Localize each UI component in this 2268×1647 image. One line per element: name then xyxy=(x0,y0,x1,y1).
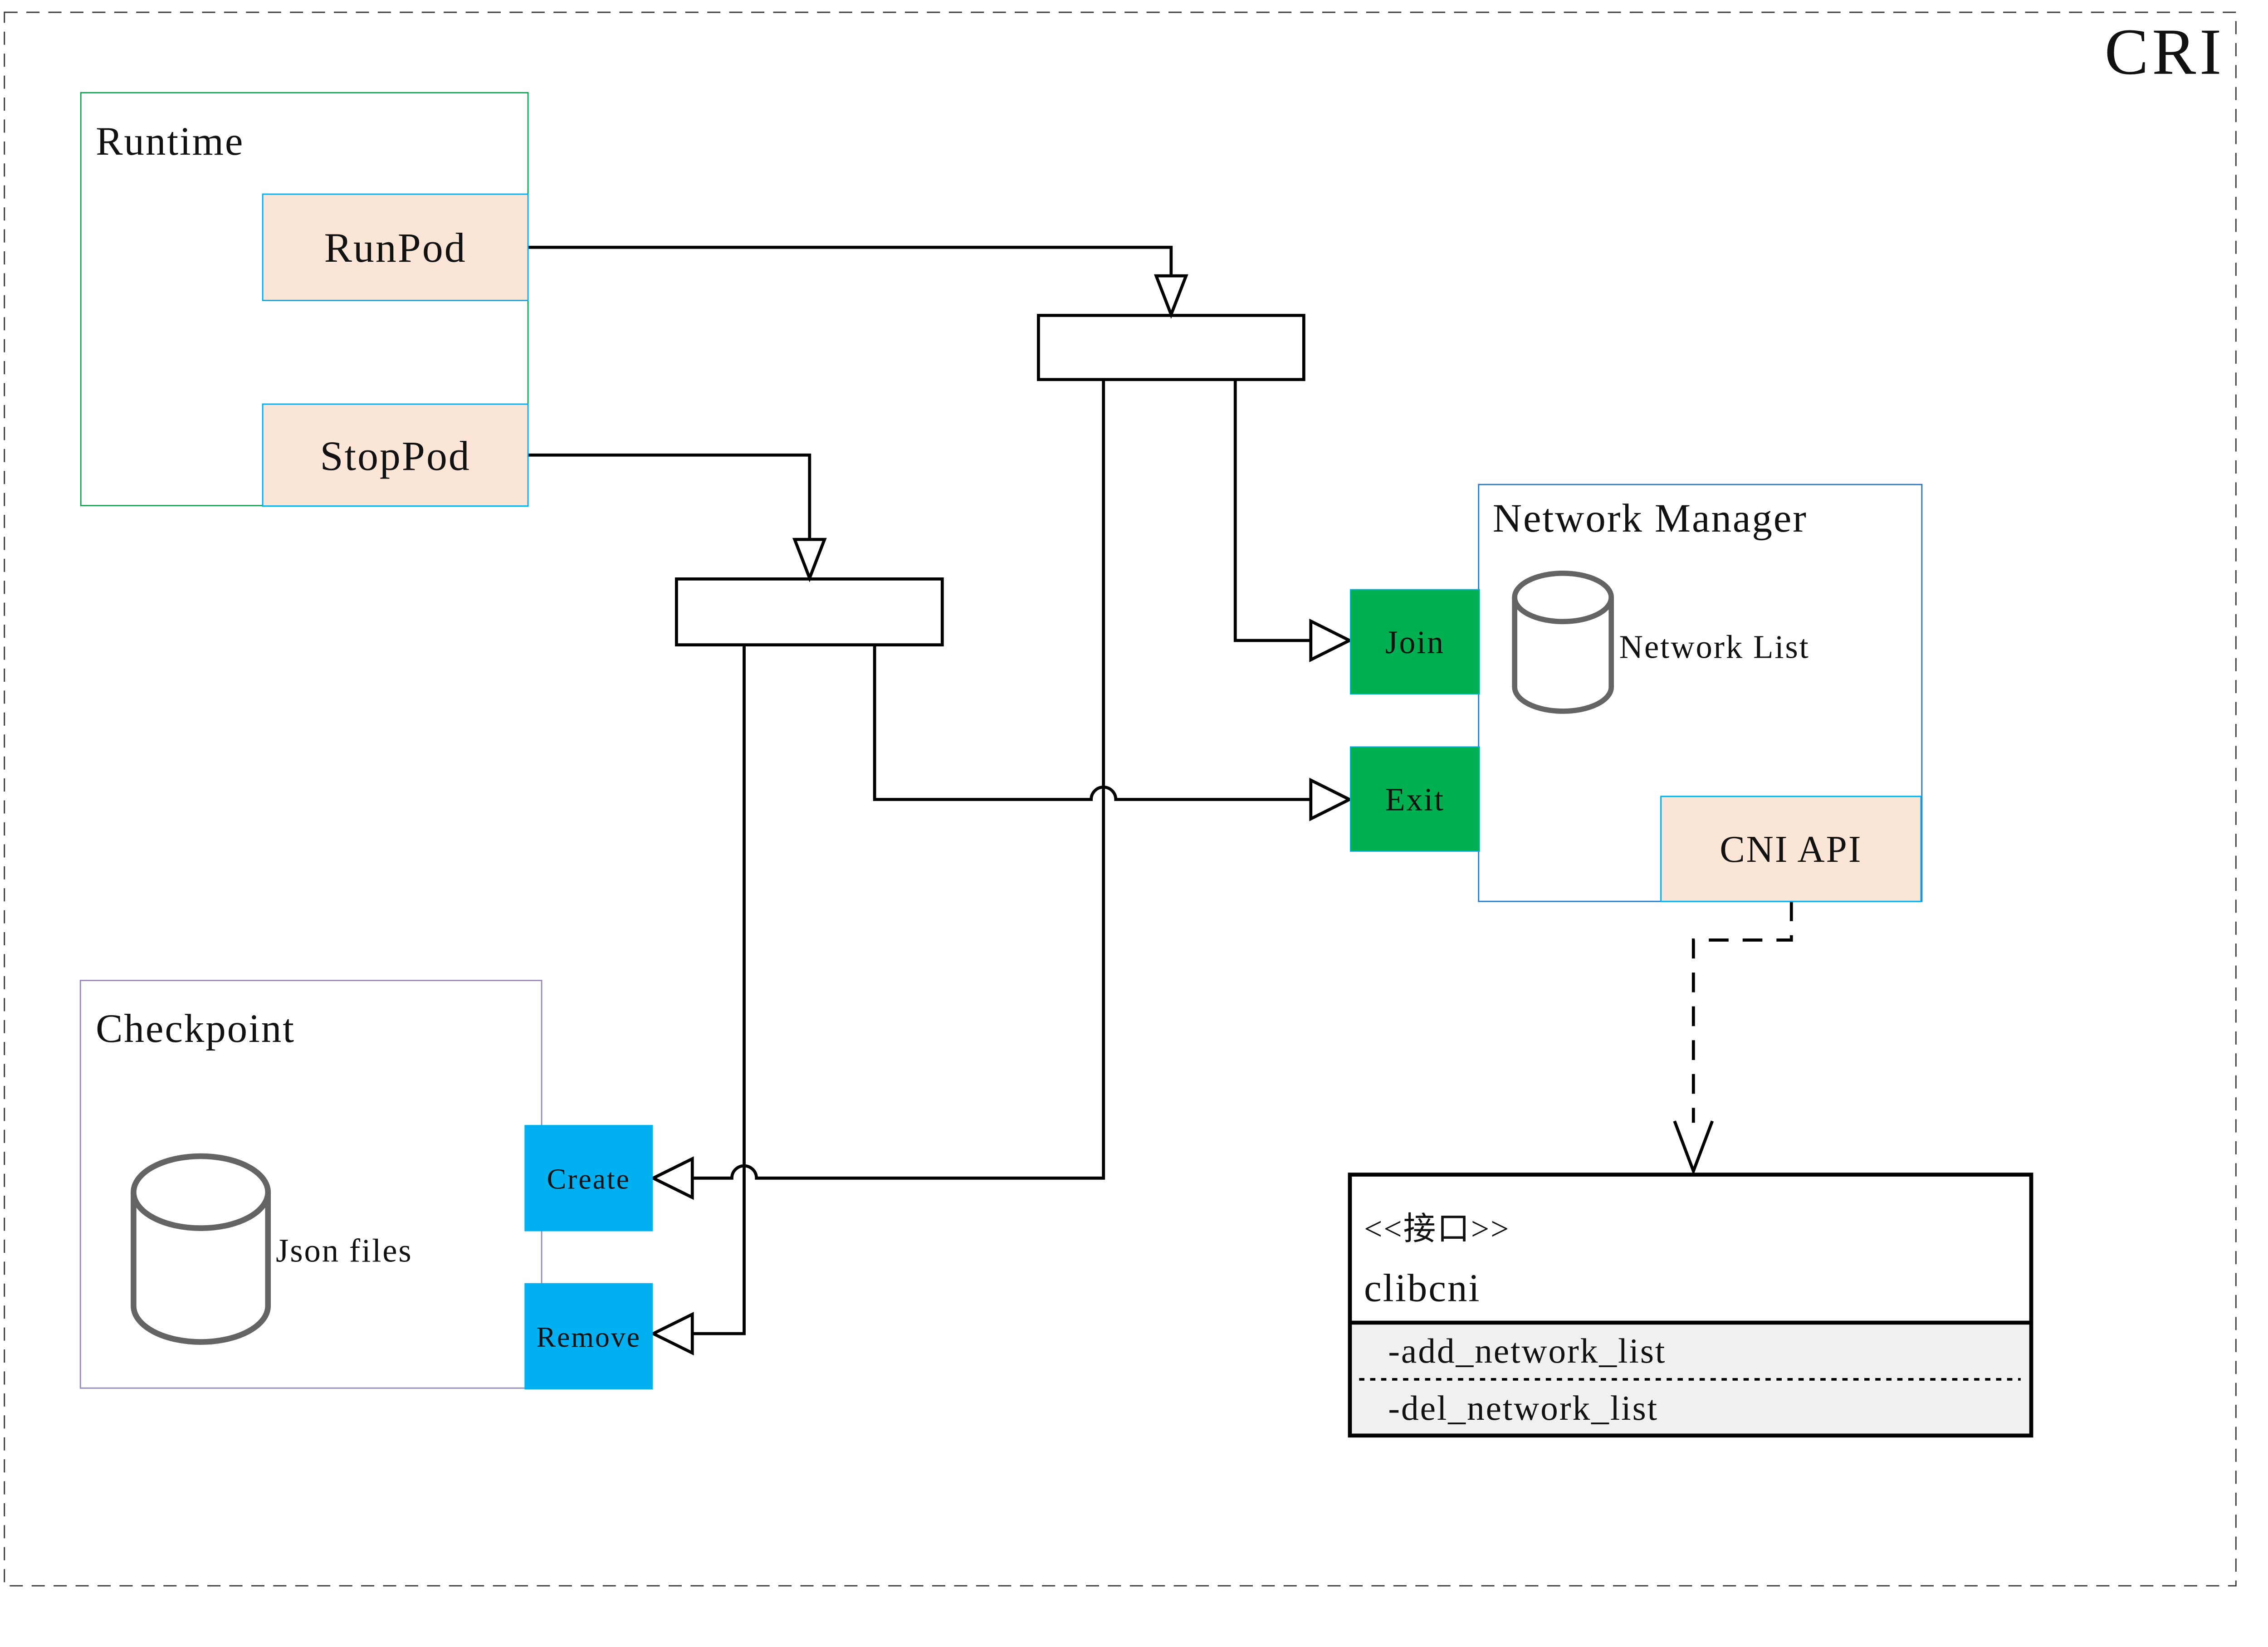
exit-connector xyxy=(873,645,1310,801)
cri-architecture-diagram: Runtime RunPod StopPod Network Manager N… xyxy=(4,11,2237,1587)
stoppod-box xyxy=(262,403,529,507)
clibcni-stereotype-label: <<接口>> xyxy=(1364,1211,1510,1247)
create-connector xyxy=(693,379,1105,1180)
clibcni-interface-group: <<接口>> clibcni -add_network_list -del_ne… xyxy=(1348,1173,2033,1438)
stoppod-label: StopPod xyxy=(320,433,470,479)
create-arrowhead-icon xyxy=(650,1156,694,1200)
network-list-cylinder-icon xyxy=(1512,570,1614,714)
runpod-label: RunPod xyxy=(324,225,467,271)
cni-api-box xyxy=(1660,796,1922,902)
runtime-group: Runtime RunPod StopPod xyxy=(80,92,529,507)
network-list-label: Network List xyxy=(1619,629,1810,665)
clibcni-name-label: clibcni xyxy=(1364,1266,1481,1310)
join-box xyxy=(1349,589,1480,695)
page-title: CRI xyxy=(2105,16,2225,88)
checkpoint-group: Checkpoint Json files Create Remove xyxy=(79,980,653,1390)
stoppod-connector xyxy=(528,453,811,540)
runpod-arrowhead-icon xyxy=(1154,274,1188,319)
remove-connector xyxy=(693,645,746,1335)
create-label: Create xyxy=(547,1163,631,1195)
connectors xyxy=(528,245,1793,1335)
exit-label: Exit xyxy=(1385,782,1445,818)
exit-box xyxy=(1349,746,1480,852)
clibcni-method-del-label: -del_network_list xyxy=(1388,1388,1658,1427)
clibcni-method-add-label: -add_network_list xyxy=(1388,1331,1666,1370)
runpod-connector xyxy=(528,245,1173,276)
clibcni-arrowhead-icon xyxy=(1673,1120,1714,1176)
join-connector xyxy=(1233,379,1310,642)
stop-flow-rect xyxy=(675,577,944,647)
network-manager-label: Network Manager xyxy=(1493,496,1808,541)
remove-box xyxy=(524,1283,653,1390)
join-arrowhead-icon xyxy=(1309,618,1353,663)
json-files-cylinder-icon xyxy=(131,1153,271,1345)
cni-dashed-connector xyxy=(1691,901,1793,1123)
join-label: Join xyxy=(1385,624,1445,660)
outer-dashed-border xyxy=(4,11,2237,1587)
network-manager-group: Network Manager Network List Join Exit C… xyxy=(1349,484,1923,902)
runtime-label: Runtime xyxy=(96,119,244,164)
exit-arrowhead-icon xyxy=(1309,777,1353,821)
create-box xyxy=(524,1125,653,1232)
arrowheads xyxy=(650,274,1714,1356)
clibcni-border xyxy=(1348,1173,2033,1438)
remove-arrowhead-icon xyxy=(650,1312,694,1356)
stoppod-arrowhead-icon xyxy=(792,538,827,582)
remove-label: Remove xyxy=(536,1321,640,1353)
checkpoint-label: Checkpoint xyxy=(96,1007,295,1051)
runpod-box xyxy=(262,193,529,301)
run-flow-rect xyxy=(1036,313,1305,381)
json-files-label: Json files xyxy=(276,1232,412,1269)
cni-api-label: CNI API xyxy=(1720,829,1862,870)
